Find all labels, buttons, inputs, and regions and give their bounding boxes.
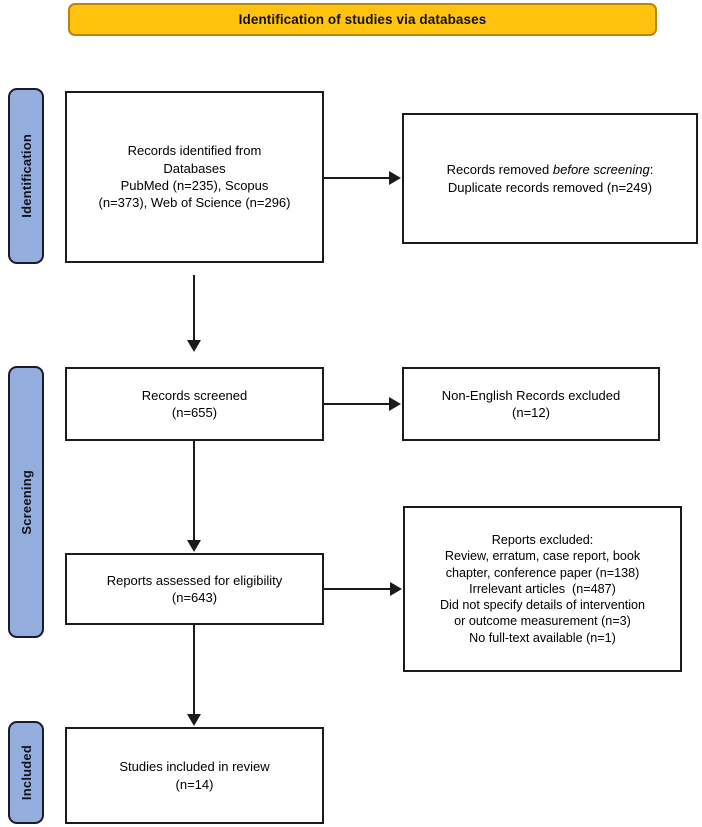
records-removed-italic: before screening [552, 162, 650, 178]
connector-identified-to-removed-line [324, 177, 390, 179]
connector-identified-to-screened-arrowhead-icon [187, 340, 201, 352]
connector-eligibility-to-included-line [193, 625, 195, 715]
studies-included-line-2: (n=14) [175, 776, 214, 792]
records-screened-line-2: (n=655) [171, 405, 218, 420]
connector-screened-to-nonenglish-arrowhead-icon [389, 397, 401, 411]
reports-excluded-line-1: Reports excluded: [491, 533, 594, 548]
non-english-line-2: (n=12) [512, 405, 550, 420]
connector-screened-to-eligibility-arrowhead-icon [187, 540, 201, 552]
records-screened-line-1: Records screened [141, 387, 248, 403]
stage-label-included-text: Included [18, 744, 34, 801]
records-removed-suffix: : [649, 162, 654, 178]
diagram-title-banner: Identification of studies via databases [68, 3, 657, 36]
records-identified-line-1: Records identified from [127, 143, 262, 159]
reports-assessed-box: Reports assessed for eligibility (n=643) [65, 553, 324, 625]
reports-excluded-line-6: or outcome measurement (n=3) [454, 614, 631, 629]
records-screened-box: Records screened (n=655) [65, 367, 324, 441]
connector-identified-to-screened-line [193, 275, 195, 341]
reports-assessed-line-1: Reports assessed for eligibility [106, 572, 283, 588]
reports-excluded-line-7: No full-text available (n=1) [469, 630, 616, 645]
records-identified-line-3: PubMed (n=235), Scopus [120, 178, 269, 193]
connector-identified-to-removed-arrowhead-icon [389, 171, 401, 185]
reports-excluded-line-2: Review, erratum, case report, book [444, 549, 641, 564]
records-removed-line-1: Records removed before screening: [410, 161, 690, 178]
stage-label-screening-text: Screening [18, 469, 34, 535]
stage-label-included: Included [8, 721, 44, 824]
non-english-line-1: Non-English Records excluded [441, 387, 621, 403]
non-english-excluded-box: Non-English Records excluded (n=12) [402, 367, 660, 441]
records-removed-line-2: Duplicate records removed (n=249) [447, 179, 653, 195]
reports-excluded-box: Reports excluded: Review, erratum, case … [403, 506, 682, 672]
reports-excluded-line-5: Did not specify details of intervention [439, 598, 646, 613]
stage-label-identification: Identification [8, 88, 44, 264]
records-removed-prefix: Records removed [446, 162, 553, 178]
connector-eligibility-to-included-arrowhead-icon [187, 714, 201, 726]
records-removed-box: Records removed before screening: Duplic… [402, 113, 698, 244]
stage-label-identification-text: Identification [18, 134, 34, 218]
connector-screened-to-nonenglish-line [324, 403, 390, 405]
reports-excluded-line-4: Irrelevant articles (n=487) [469, 581, 616, 596]
studies-included-line-1: Studies included in review [119, 759, 270, 775]
records-identified-line-2: Databases [163, 160, 226, 176]
records-identified-box: Records identified from Databases PubMed… [65, 91, 324, 263]
connector-eligibility-to-excluded-arrowhead-icon [390, 582, 402, 596]
reports-assessed-line-2: (n=643) [171, 590, 218, 605]
reports-excluded-line-3: chapter, conference paper (n=138) [445, 565, 640, 580]
studies-included-box: Studies included in review (n=14) [65, 727, 324, 824]
connector-screened-to-eligibility-line [193, 441, 195, 541]
stage-label-screening: Screening [8, 366, 44, 638]
connector-eligibility-to-excluded-line [324, 588, 391, 590]
records-identified-line-4: (n=373), Web of Science (n=296) [98, 195, 291, 211]
